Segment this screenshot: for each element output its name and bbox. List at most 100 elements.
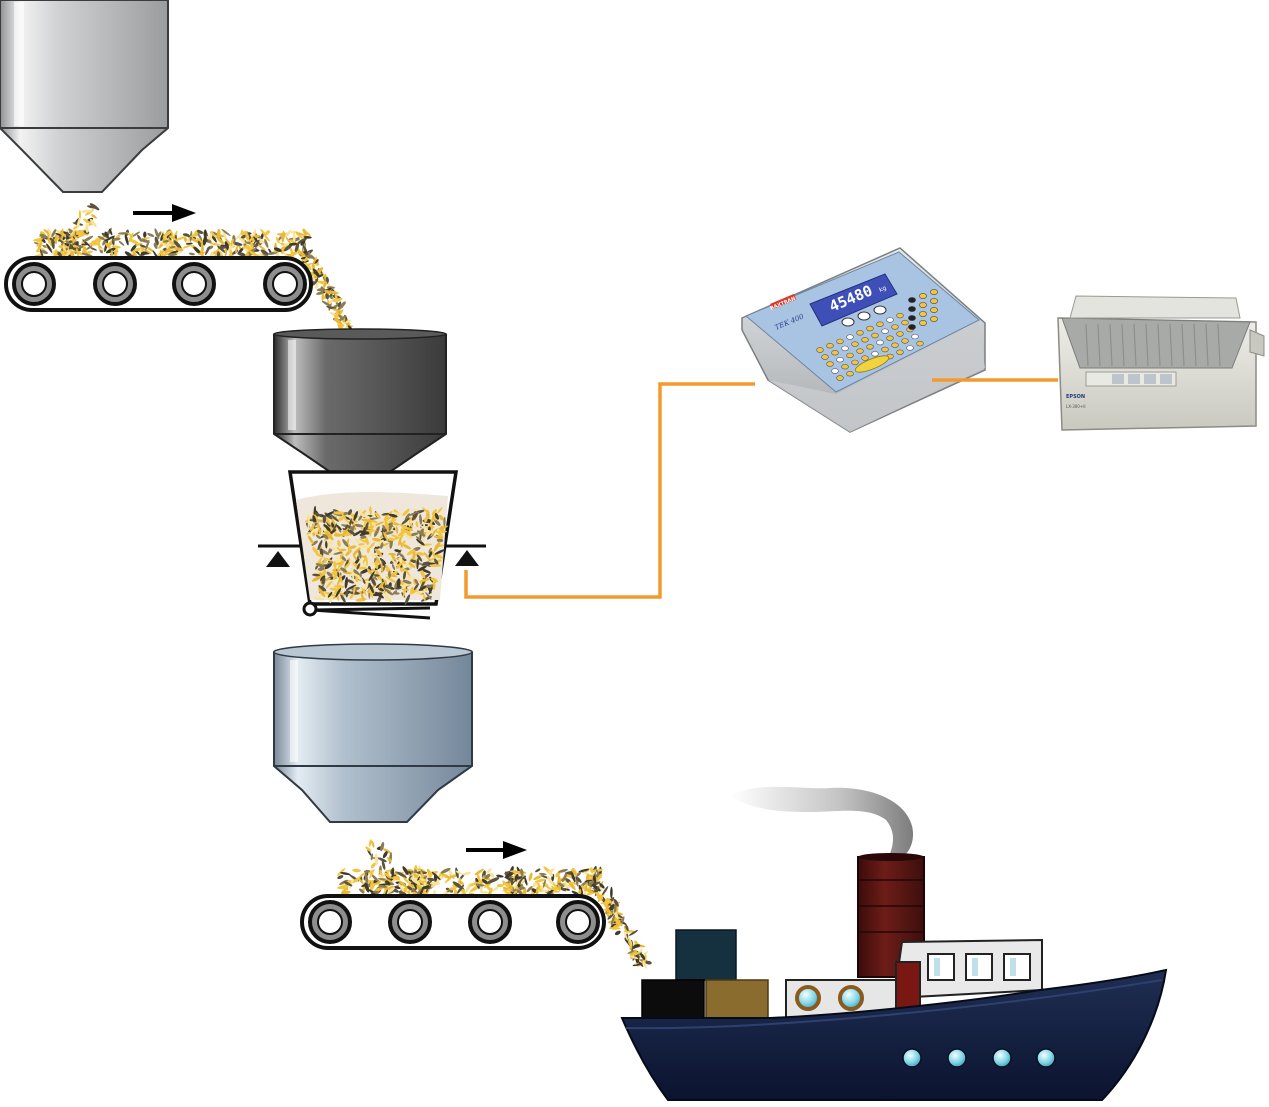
grain <box>289 239 297 244</box>
grain <box>235 245 238 254</box>
grain <box>547 870 554 877</box>
grain <box>625 924 629 932</box>
grain <box>139 248 142 255</box>
outfeed-grain-pile <box>337 839 652 969</box>
grain <box>408 874 414 881</box>
grain <box>408 511 420 516</box>
grain <box>76 217 81 229</box>
grain <box>368 571 375 582</box>
grain <box>172 230 178 241</box>
grain <box>216 237 225 245</box>
grain <box>401 540 406 547</box>
grain <box>606 908 613 916</box>
grain <box>406 885 413 891</box>
grain <box>562 873 568 883</box>
grain <box>143 231 147 238</box>
grain <box>325 580 333 589</box>
grain <box>312 573 321 577</box>
grain <box>147 233 155 237</box>
indicator-key <box>821 354 829 360</box>
grain <box>363 561 367 568</box>
grain <box>81 252 93 257</box>
signal-cable <box>464 382 755 599</box>
indicator-key <box>911 333 919 340</box>
grain <box>520 878 525 885</box>
grain <box>380 841 385 852</box>
grain <box>325 292 329 300</box>
grain <box>323 592 331 600</box>
grain <box>332 308 341 312</box>
grain <box>82 245 87 253</box>
grain <box>430 881 441 886</box>
grain <box>78 210 82 220</box>
grain <box>297 237 307 244</box>
grain <box>590 867 594 874</box>
grain <box>441 874 449 877</box>
grain <box>402 570 407 580</box>
indicator-key <box>836 375 844 381</box>
indicator-key <box>841 345 849 352</box>
grain <box>438 514 444 521</box>
grain <box>609 926 621 930</box>
grain <box>368 583 375 594</box>
grain <box>56 251 63 257</box>
grain <box>355 575 359 583</box>
grain <box>394 886 402 889</box>
grain <box>368 839 372 847</box>
grain <box>55 232 62 237</box>
grain <box>405 529 412 537</box>
grain <box>370 862 376 869</box>
grain <box>168 237 173 245</box>
grain <box>410 586 414 595</box>
grain <box>402 532 409 537</box>
grain <box>415 536 422 542</box>
grain <box>273 247 282 252</box>
grain <box>196 230 204 234</box>
grain <box>395 526 399 534</box>
grain <box>429 517 434 526</box>
infeed-grain-pile <box>33 203 357 337</box>
grain <box>210 230 216 238</box>
grain <box>193 246 202 255</box>
grain <box>424 516 428 523</box>
grain <box>314 259 319 264</box>
grain <box>353 510 358 521</box>
grain <box>183 245 191 249</box>
grain <box>387 857 392 863</box>
grain <box>459 880 464 885</box>
grain <box>200 242 204 252</box>
indicator-key <box>876 321 884 327</box>
weigh-bucket <box>258 470 486 620</box>
indicator-key <box>836 357 844 363</box>
grain <box>416 552 426 556</box>
grain <box>275 236 280 244</box>
grain <box>337 539 341 547</box>
grain <box>384 564 391 572</box>
grain <box>434 513 440 520</box>
grain <box>374 526 380 537</box>
grain <box>335 562 342 565</box>
grain <box>393 876 401 881</box>
grain <box>345 588 349 598</box>
grain <box>425 592 432 600</box>
grain <box>342 539 349 547</box>
grain <box>289 251 298 256</box>
grain <box>528 872 533 882</box>
grain <box>489 872 495 878</box>
grain <box>343 881 353 887</box>
indicator-key <box>901 338 909 344</box>
grain <box>377 539 384 546</box>
grain <box>264 238 269 248</box>
indicator-key <box>861 355 869 361</box>
grain <box>358 872 366 878</box>
grain <box>189 237 200 244</box>
grain <box>535 868 541 873</box>
grain <box>202 234 207 246</box>
grain <box>169 245 176 249</box>
grain <box>370 553 377 559</box>
grain <box>51 228 57 238</box>
grain <box>557 868 568 873</box>
grain <box>380 561 384 573</box>
grain <box>337 868 346 877</box>
grain <box>337 301 346 310</box>
